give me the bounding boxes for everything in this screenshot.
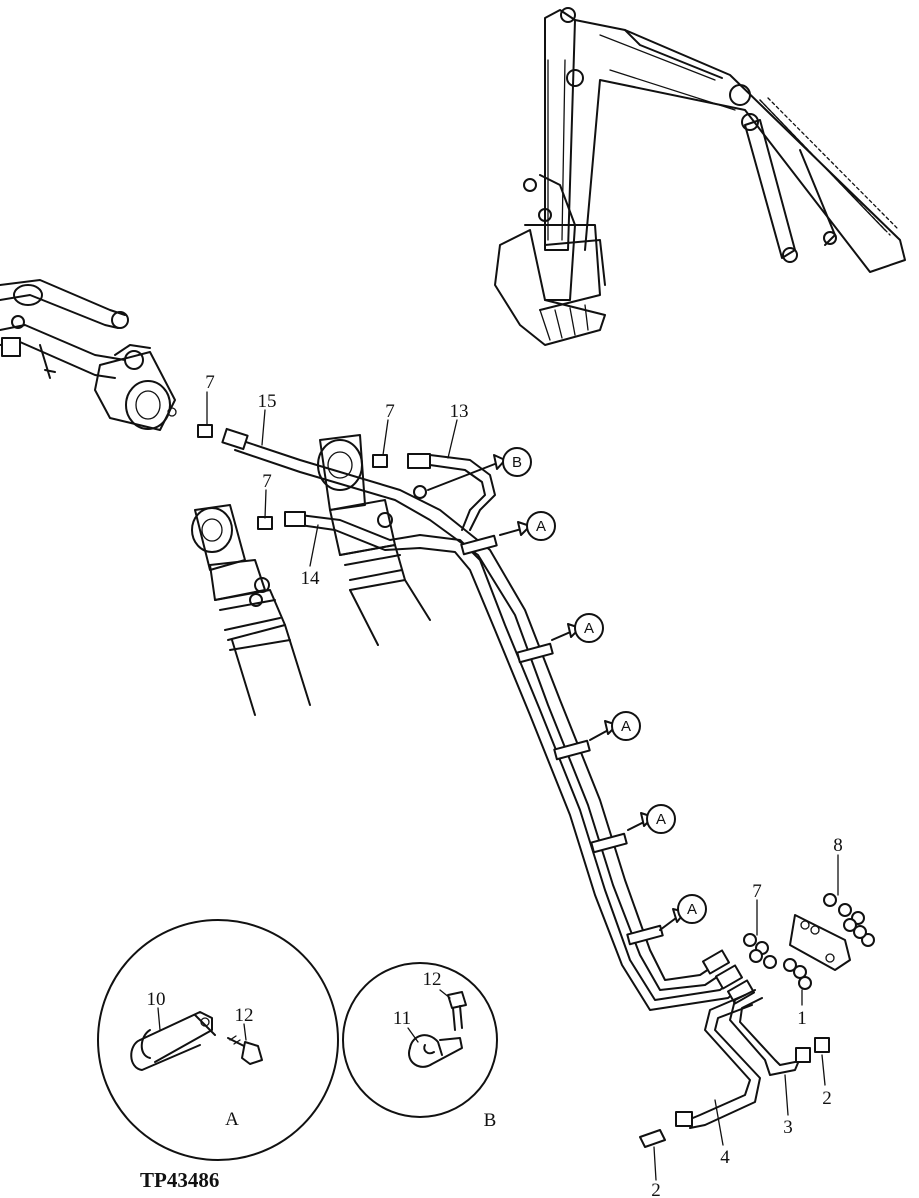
callout-4: 4 bbox=[720, 1147, 730, 1168]
elbow-fittings bbox=[197, 424, 388, 530]
cylinder-head-illustration bbox=[0, 279, 177, 431]
excavator-boom-illustration bbox=[494, 7, 906, 346]
detail-view-b: 12 11 B bbox=[342, 962, 498, 1131]
callout-7: 7 bbox=[752, 881, 762, 902]
callout-7: 7 bbox=[385, 401, 395, 422]
callout-8: 8 bbox=[833, 835, 843, 856]
callout-1: 1 bbox=[797, 1008, 807, 1029]
callout-7: 7 bbox=[262, 471, 272, 492]
view-bubble-a-1 bbox=[526, 511, 556, 541]
callout-numbers: 7 15 7 13 7 14 8 7 1 2 3 4 2 bbox=[205, 372, 843, 1198]
view-bubble-a-5-label: A bbox=[687, 901, 697, 918]
view-bubble-a-2 bbox=[574, 613, 604, 643]
detail-b-part-11: 11 bbox=[393, 1008, 411, 1029]
detail-b-part-12: 12 bbox=[423, 969, 442, 990]
callout-13: 13 bbox=[450, 401, 469, 422]
hose-bundle bbox=[221, 427, 756, 1011]
view-bubble-a-5 bbox=[677, 894, 707, 924]
fitting-block-cluster bbox=[743, 893, 875, 990]
callout-2: 2 bbox=[822, 1088, 832, 1109]
view-bubble-b bbox=[502, 447, 532, 477]
view-bubble-a-3 bbox=[611, 711, 641, 741]
view-bubble-b-label: B bbox=[512, 454, 522, 471]
view-bubble-a-1-label: A bbox=[536, 518, 546, 535]
callout-14: 14 bbox=[301, 568, 321, 589]
view-ref-bubbles: B A A A A A bbox=[502, 447, 707, 924]
callout-2: 2 bbox=[651, 1180, 661, 1198]
detail-a-part-12: 12 bbox=[235, 1005, 254, 1026]
figure-code: TP43486 bbox=[140, 1168, 219, 1192]
detail-view-a: 10 12 A bbox=[97, 919, 339, 1161]
view-bubble-a-4 bbox=[646, 804, 676, 834]
callout-15: 15 bbox=[258, 391, 277, 412]
view-bubble-a-3-label: A bbox=[621, 718, 631, 735]
callout-7: 7 bbox=[205, 372, 215, 393]
detail-b-caption: B bbox=[484, 1110, 497, 1131]
leader-lines bbox=[206, 391, 839, 1181]
detail-a-part-10: 10 bbox=[147, 989, 166, 1010]
callout-3: 3 bbox=[783, 1117, 793, 1138]
pipes-3-4 bbox=[639, 989, 830, 1148]
view-bubble-a-2-label: A bbox=[584, 620, 594, 637]
detail-a-caption: A bbox=[225, 1109, 239, 1130]
view-bubble-a-4-label: A bbox=[656, 811, 666, 828]
